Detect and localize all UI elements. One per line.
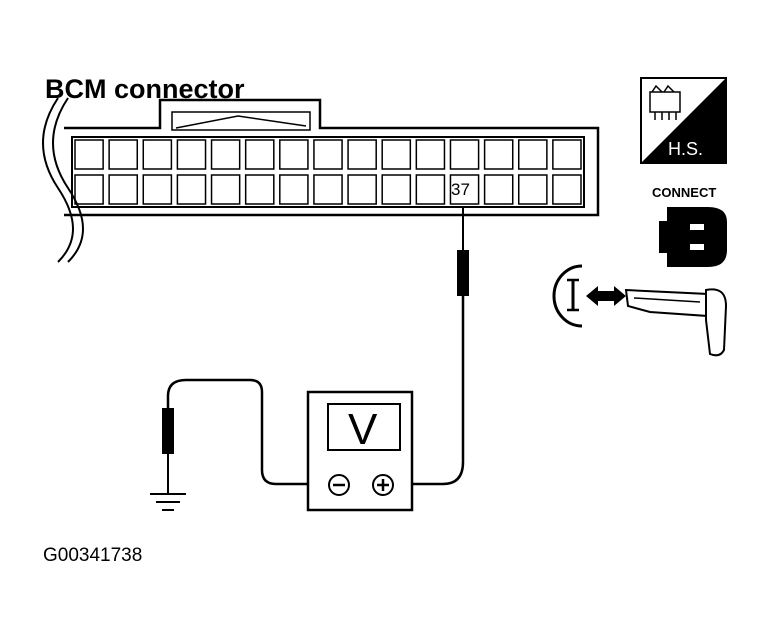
pin-cavity	[176, 174, 207, 205]
negative-probe	[162, 378, 321, 494]
positive-lead-wire	[396, 296, 465, 486]
pin-cells	[74, 139, 582, 205]
hs-label: H.S.	[668, 139, 703, 159]
pin-cavity	[517, 139, 548, 170]
connector-lock-tab	[171, 111, 311, 131]
pin-cavity	[483, 139, 514, 170]
pin-cavity	[415, 139, 446, 170]
harness-icon: H.S.	[640, 77, 727, 164]
pin-cavity	[142, 174, 173, 205]
pin-cavity	[108, 174, 139, 205]
pin-cavity	[381, 139, 412, 170]
pin-cavity	[313, 174, 343, 205]
pin-cavity	[415, 174, 446, 205]
pin-cavity	[279, 139, 309, 170]
voltmeter-icon: V	[306, 390, 414, 512]
pin-cavity	[210, 139, 241, 170]
pin-grid	[71, 136, 585, 208]
pin-cavity	[244, 139, 275, 170]
pin-cavity	[517, 174, 548, 205]
pin-cavity	[347, 139, 377, 170]
figure-id: G00341738	[43, 545, 142, 566]
voltmeter-symbol: V	[348, 405, 378, 454]
pin-cavity	[449, 139, 480, 170]
pin-cavity	[552, 139, 582, 170]
pin-number-label: 37	[451, 180, 470, 199]
pin-cavity	[210, 174, 241, 205]
bcm-connector	[64, 98, 600, 217]
pin-cavity	[313, 139, 343, 170]
pin-cavity	[347, 174, 377, 205]
connector-lock-latch	[175, 115, 307, 129]
positive-probe-handle	[457, 250, 469, 296]
pin-cavity	[74, 139, 104, 170]
pin-cavity	[483, 174, 514, 205]
pin-cavity	[74, 174, 104, 205]
ground-icon	[150, 493, 186, 511]
voltmeter-display	[327, 403, 401, 451]
pin-cavity	[449, 174, 480, 205]
harness-break-lines	[42, 97, 84, 263]
connector-icon	[659, 207, 727, 267]
pin-cavity	[142, 139, 173, 170]
negative-probe-handle	[162, 408, 174, 454]
ignition-key-icon	[552, 264, 728, 357]
pin-cavity	[552, 174, 582, 205]
pin-cavity	[108, 139, 139, 170]
connect-label: CONNECT	[652, 185, 716, 200]
pin-cavity	[244, 174, 275, 205]
pin-cavity	[279, 174, 309, 205]
pin-cavity	[176, 139, 207, 170]
positive-probe	[396, 207, 469, 486]
negative-lead-wire	[166, 378, 321, 486]
pin-cavity	[381, 174, 412, 205]
